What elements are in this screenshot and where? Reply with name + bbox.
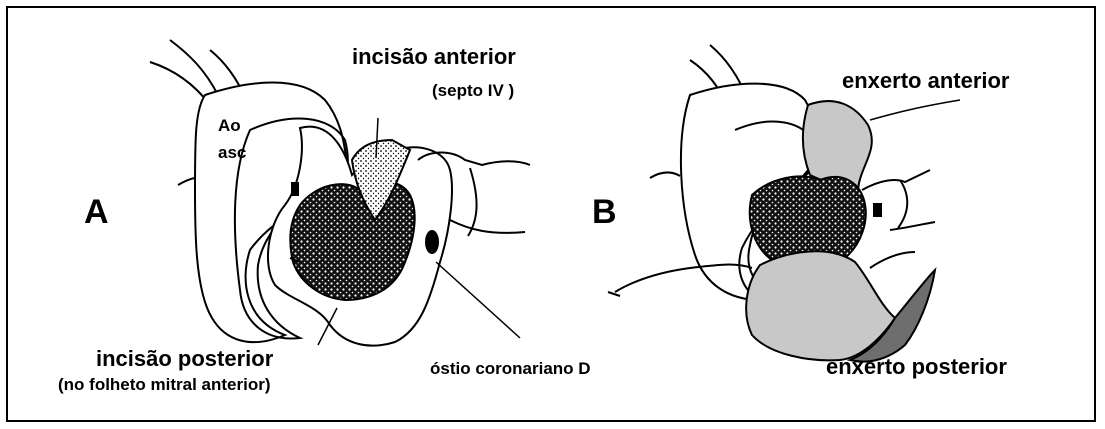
- graft-pointer: [870, 100, 960, 120]
- commissure-mark: [292, 183, 298, 195]
- anterior-incision-sublabel: (septo IV ): [432, 82, 514, 99]
- coronary-ostium-label: óstio coronariano D: [430, 360, 591, 377]
- posterior-incision-sublabel: (no folheto mitral anterior): [58, 376, 271, 393]
- panel-a-letter: A: [84, 195, 109, 229]
- suture-line: [608, 292, 620, 296]
- anterior-graft-label: enxerto anterior: [842, 70, 1010, 92]
- vessel-line: [650, 172, 680, 178]
- coronary-ostium: [874, 204, 881, 216]
- coronary-ostium: [426, 231, 438, 253]
- aorta-label-line1: Ao: [218, 117, 241, 134]
- panel-b-letter: B: [592, 195, 617, 229]
- aorta-label-line2: asc: [218, 144, 246, 161]
- coronary-vessel: [862, 170, 930, 190]
- anterior-incision-label: incisão anterior: [352, 46, 516, 68]
- coronary-vessel: [468, 168, 477, 236]
- suture-line: [870, 252, 915, 268]
- coronary-ostium-pointer: [436, 262, 520, 338]
- posterior-incision-label: incisão posterior: [96, 348, 273, 370]
- coronary-vessel: [898, 180, 907, 228]
- coronary-vessel: [890, 222, 935, 230]
- posterior-graft-label: enxerto posterior: [826, 356, 1007, 378]
- posterior-graft-patch: [746, 251, 895, 360]
- coronary-vessel: [450, 220, 525, 233]
